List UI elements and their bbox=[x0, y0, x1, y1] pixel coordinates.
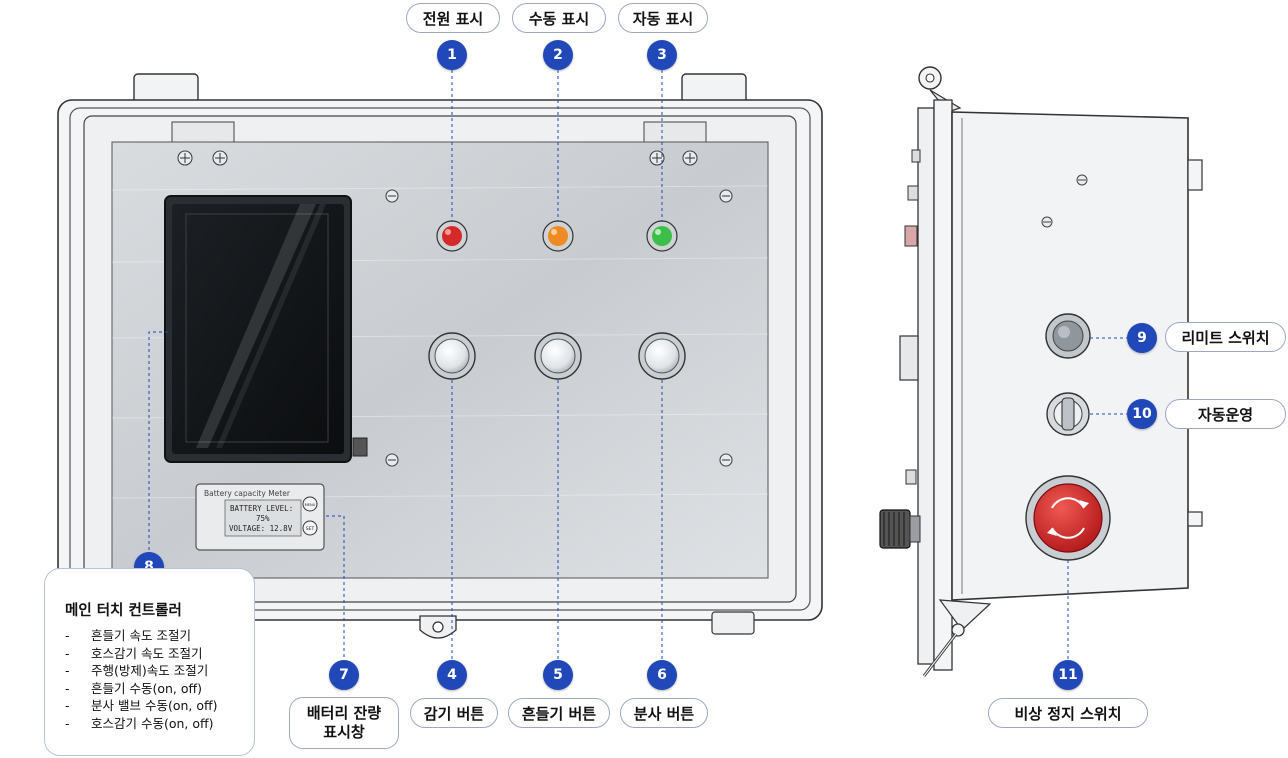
auto-operation-label: 자동운영 bbox=[1165, 399, 1286, 429]
battery-voltage: VOLTAGE: 12.8V bbox=[229, 524, 293, 533]
list-item: -분사 밸브 수동(on, off) bbox=[65, 698, 218, 713]
controller-feature-list: -흔들기 속도 조절기 -호스감기 속도 조절기 -주행(방제)속도 조절기 -… bbox=[65, 627, 217, 732]
auto-operation-selector[interactable] bbox=[1046, 392, 1090, 436]
badge-3: 3 bbox=[647, 40, 677, 70]
limit-switch-label: 리미트 스위치 bbox=[1165, 322, 1286, 352]
badge-11: 11 bbox=[1053, 660, 1083, 690]
list-item-text: 주행(방제)속도 조절기 bbox=[91, 663, 209, 678]
battery-menu-button[interactable]: MENU bbox=[305, 503, 316, 507]
list-item: -호스감기 속도 조절기 bbox=[65, 645, 203, 661]
emergency-stop-label: 비상 정지 스위치 bbox=[988, 698, 1148, 728]
limit-switch[interactable] bbox=[1045, 313, 1091, 359]
emergency-stop-button[interactable] bbox=[1025, 475, 1111, 561]
battery-window-label-line2: 표시창 bbox=[323, 723, 365, 741]
spray-push-button[interactable] bbox=[638, 332, 686, 380]
battery-set-button[interactable]: SET bbox=[306, 526, 315, 532]
side-knob bbox=[879, 509, 921, 549]
badge-4: 4 bbox=[437, 660, 467, 690]
winding-button-label: 감기 버튼 bbox=[410, 698, 498, 728]
list-item: -흔들기 속도 조절기 bbox=[65, 628, 191, 643]
main-controller-callout: 메인 터치 컨트롤러 -흔들기 속도 조절기 -호스감기 속도 조절기 -주행(… bbox=[44, 568, 255, 756]
list-item: -흔들기 수동(on, off) bbox=[65, 680, 203, 696]
battery-window-label-line1: 배터리 잔량 bbox=[306, 704, 382, 722]
list-item-text: 분사 밸브 수동(on, off) bbox=[91, 698, 218, 713]
badge-5: 5 bbox=[543, 660, 573, 690]
list-item-text: 호스감기 속도 조절기 bbox=[91, 645, 203, 661]
winding-push-button[interactable] bbox=[428, 332, 476, 380]
badge-6: 6 bbox=[647, 660, 677, 690]
badge-1: 1 bbox=[437, 40, 467, 70]
badge-2: 2 bbox=[543, 40, 573, 70]
list-item: -호스감기 수동(on, off) bbox=[65, 715, 214, 731]
badge-7: 7 bbox=[329, 660, 359, 690]
spray-button-label: 분사 버튼 bbox=[620, 698, 708, 728]
battery-header: Battery capacity Meter bbox=[204, 489, 291, 498]
battery-display: Battery capacity Meter BATTERY LEVEL: 75… bbox=[195, 483, 325, 551]
list-item-text: 흔들기 속도 조절기 bbox=[91, 628, 191, 643]
list-item-text: 흔들기 수동(on, off) bbox=[91, 680, 203, 696]
shake-push-button[interactable] bbox=[534, 332, 582, 380]
power-indicator-label: 전원 표시 bbox=[406, 3, 500, 33]
battery-level-label: BATTERY LEVEL: bbox=[230, 504, 293, 513]
manual-indicator-lamp bbox=[542, 220, 574, 252]
controller-title: 메인 터치 컨트롤러 bbox=[65, 603, 182, 619]
list-item-text: 호스감기 수동(on, off) bbox=[91, 715, 214, 731]
auto-indicator-lamp bbox=[646, 220, 678, 252]
badge-10: 10 bbox=[1127, 399, 1157, 429]
list-item: -주행(방제)속도 조절기 bbox=[65, 663, 209, 678]
touch-screen bbox=[164, 195, 368, 463]
battery-percent: 75% bbox=[256, 514, 270, 523]
side-enclosure bbox=[879, 66, 1203, 677]
shake-button-label: 흔들기 버튼 bbox=[508, 698, 610, 728]
badge-9: 9 bbox=[1127, 323, 1157, 353]
battery-window-label: 배터리 잔량 표시창 bbox=[289, 697, 399, 749]
power-indicator-lamp bbox=[436, 220, 468, 252]
leader-lines bbox=[148, 70, 1127, 660]
auto-indicator-label: 자동 표시 bbox=[618, 3, 708, 33]
manual-indicator-label: 수동 표시 bbox=[512, 3, 606, 33]
screw-icon bbox=[177, 150, 733, 467]
